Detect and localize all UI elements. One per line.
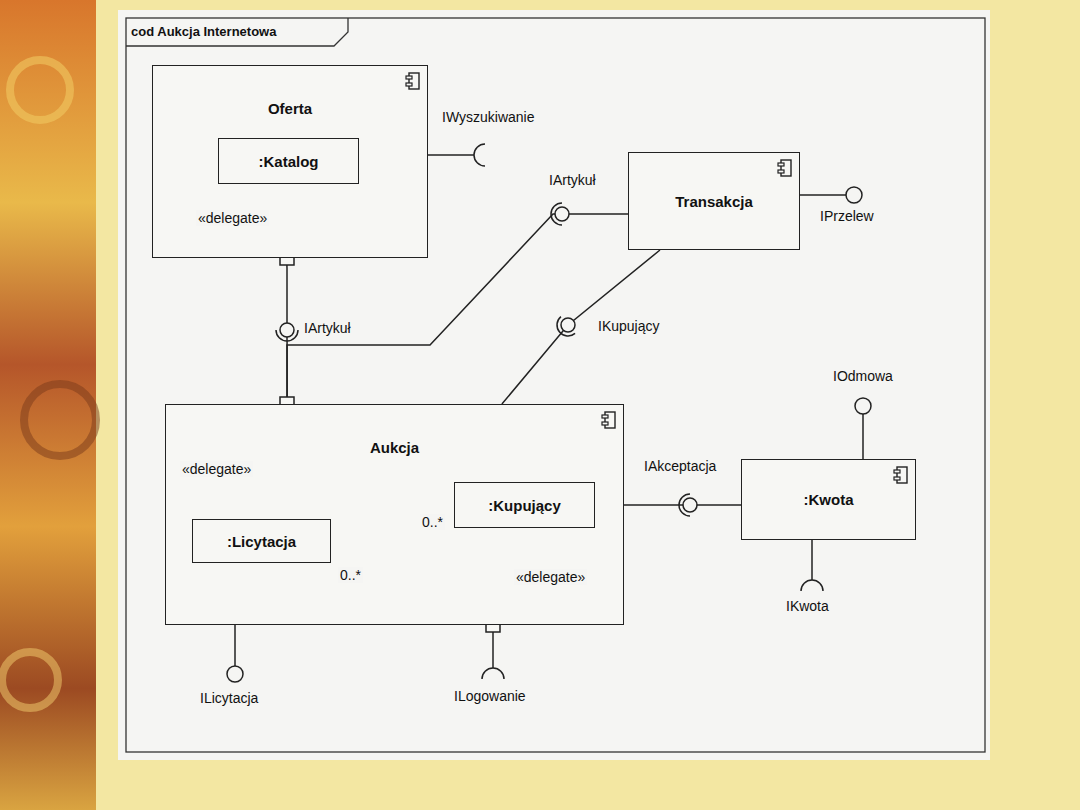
required-interface [801, 580, 823, 591]
component-icon [897, 467, 907, 483]
interface-label: IKwota [784, 598, 831, 614]
required-interface [492, 632, 494, 668]
node-title: :Kwota [804, 491, 854, 508]
diagram-frame [126, 18, 985, 752]
component-icon [601, 411, 617, 429]
component-icon [893, 466, 909, 484]
interface-label: IWyszukiwanie [440, 109, 536, 125]
component-box: Oferta :Katalog [152, 65, 428, 258]
provided-interface [862, 414, 864, 459]
provided-interface [555, 207, 569, 221]
provided-interface [561, 318, 575, 332]
frame-tab [126, 18, 348, 46]
component-icon [406, 83, 412, 86]
required-interface [551, 203, 562, 225]
decor-gear [2, 652, 58, 708]
provided-interface [227, 666, 243, 682]
provided-interface [280, 323, 294, 337]
edge-label: «delegate» [180, 461, 253, 477]
provided-interface [683, 498, 697, 512]
decor-gear [10, 60, 70, 120]
required-interface [482, 668, 504, 679]
node-title: :Kupujący [488, 497, 561, 514]
part-box: :Licytacja [192, 519, 331, 563]
component-icon [602, 415, 608, 418]
required-interface [276, 330, 298, 341]
decor-gear [24, 384, 96, 456]
edge-label: IArtykuł [547, 172, 598, 188]
edge-label: IAkceptacja [642, 458, 718, 474]
part-box: :Katalog [218, 138, 359, 184]
edge-label: IArtykuł [302, 320, 353, 336]
required-interface [428, 154, 474, 156]
multiplicity-label: 0..* [338, 567, 363, 583]
required-interface [557, 317, 575, 336]
node-title: Aukcja [370, 439, 419, 456]
provided-interface [846, 187, 862, 203]
component-box: Transakcja [628, 152, 800, 250]
component-icon [778, 163, 784, 166]
component-box: :Kwota [741, 459, 916, 540]
component-icon [778, 170, 784, 173]
frame-title: cod Aukcja Internetowa [131, 24, 276, 40]
component-icon [894, 477, 900, 480]
interface-label: IOdmowa [831, 368, 895, 384]
node-title: Oferta [268, 100, 312, 117]
edge-label: IKupujący [596, 318, 661, 334]
required-interface [811, 540, 813, 580]
component-icon [894, 470, 900, 473]
connector [624, 494, 741, 516]
component-icon [406, 76, 412, 79]
component-box: Aukcja :Licytacja :Kupujący [165, 404, 624, 625]
edge-label: «delegate» [196, 210, 269, 226]
component-icon [605, 412, 615, 428]
decor-stripe [0, 0, 96, 810]
component-icon [781, 160, 791, 176]
node-title: :Licytacja [227, 533, 296, 550]
provided-interface [800, 194, 846, 196]
interface-label: ILogowanie [452, 688, 528, 704]
scan-area [118, 10, 990, 760]
interface-label: ILicytacja [198, 690, 260, 706]
node-title: :Katalog [259, 153, 319, 170]
provided-interface [855, 398, 871, 414]
multiplicity-label: 0..* [420, 514, 445, 530]
part-box: :Kupujący [454, 482, 595, 528]
component-icon [777, 159, 793, 177]
provided-interface [234, 625, 236, 666]
required-interface [679, 494, 690, 516]
required-interface [474, 144, 485, 166]
interface-label: IPrzelew [818, 208, 876, 224]
component-icon [405, 72, 421, 90]
edge-label: «delegate» [514, 569, 587, 585]
component-icon [602, 422, 608, 425]
node-title: Transakcja [675, 193, 753, 210]
